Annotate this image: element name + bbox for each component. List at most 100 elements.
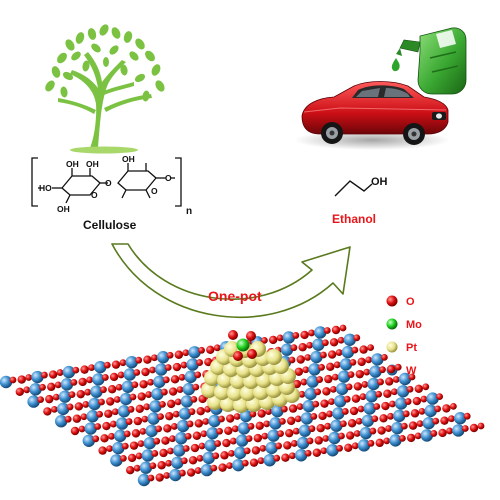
w-atom bbox=[0, 375, 13, 389]
w-atom bbox=[304, 387, 317, 401]
o-atom bbox=[180, 457, 188, 465]
w-atom bbox=[426, 392, 439, 405]
w-atom bbox=[155, 363, 168, 376]
w-atom bbox=[182, 382, 196, 396]
o-atom bbox=[316, 376, 324, 383]
o-atom bbox=[88, 364, 95, 372]
w-atom bbox=[117, 405, 131, 418]
w-atom bbox=[176, 419, 190, 433]
w-atom bbox=[86, 410, 99, 423]
o-atom bbox=[461, 425, 469, 432]
w-atom bbox=[29, 383, 42, 396]
o-atom bbox=[333, 361, 341, 369]
o-atom bbox=[51, 406, 58, 413]
w-atom bbox=[332, 407, 345, 420]
o-atom bbox=[345, 383, 353, 391]
w-atom bbox=[452, 424, 465, 437]
o-atom bbox=[167, 447, 174, 455]
o-atom bbox=[406, 385, 414, 393]
o-atom bbox=[115, 383, 123, 391]
o-atom bbox=[92, 435, 100, 443]
o-atom bbox=[224, 426, 233, 435]
o-atom bbox=[335, 349, 343, 356]
o-atom bbox=[379, 414, 388, 423]
w-atom bbox=[367, 377, 380, 391]
o-atom bbox=[371, 415, 379, 423]
o-atom bbox=[326, 362, 335, 372]
o-atom bbox=[306, 437, 314, 445]
o-atom bbox=[285, 428, 294, 438]
right-bracket bbox=[175, 157, 182, 207]
o-atom bbox=[131, 429, 141, 438]
o-atom bbox=[446, 427, 453, 435]
o-atom bbox=[355, 369, 364, 379]
o-atom bbox=[186, 420, 194, 428]
atom-label: O bbox=[91, 190, 98, 200]
o-atom bbox=[194, 419, 203, 428]
o-atom bbox=[318, 363, 325, 371]
o-atom bbox=[228, 449, 235, 457]
o-atom bbox=[281, 453, 290, 462]
o-atom bbox=[249, 458, 259, 467]
o-atom bbox=[353, 382, 363, 391]
o-atom bbox=[41, 371, 48, 379]
o-atom bbox=[312, 400, 320, 408]
w-atom bbox=[394, 397, 408, 410]
w-atom bbox=[169, 468, 182, 482]
o-atom bbox=[261, 336, 268, 344]
o-atom bbox=[327, 350, 337, 359]
o-atom bbox=[448, 415, 455, 423]
legend-label: W bbox=[406, 365, 417, 377]
pt-atom bbox=[266, 349, 282, 365]
o-atom bbox=[231, 425, 239, 433]
w-atom bbox=[156, 351, 170, 364]
w-atom bbox=[365, 390, 378, 403]
o-atom bbox=[145, 391, 153, 398]
o-atom bbox=[161, 436, 170, 445]
o-atom bbox=[214, 440, 222, 447]
o-atom bbox=[316, 424, 325, 433]
o-atom bbox=[172, 410, 180, 418]
o-atom bbox=[322, 435, 330, 442]
o-atom bbox=[143, 355, 152, 364]
o-atom bbox=[43, 407, 52, 416]
o-atom bbox=[312, 448, 322, 457]
o-atom bbox=[349, 406, 359, 416]
o-atom bbox=[157, 461, 166, 470]
w-atom bbox=[422, 416, 435, 430]
o-atom bbox=[422, 383, 430, 391]
o-atom bbox=[163, 472, 171, 479]
o-atom bbox=[440, 416, 449, 425]
o-atom bbox=[259, 444, 267, 452]
o-atom bbox=[359, 393, 367, 401]
w-atom bbox=[330, 419, 343, 432]
o-atom bbox=[337, 336, 345, 344]
o-atom bbox=[165, 411, 174, 421]
o-atom bbox=[369, 427, 377, 435]
o-atom bbox=[108, 432, 115, 440]
o-atom bbox=[361, 381, 369, 388]
o-atom bbox=[432, 417, 440, 425]
ethanol-structure bbox=[334, 180, 373, 197]
o-atom bbox=[180, 361, 188, 369]
w-atom bbox=[396, 385, 410, 398]
o-atom bbox=[54, 381, 62, 389]
o-atom bbox=[56, 369, 64, 376]
o-atom bbox=[176, 386, 184, 393]
o-atom bbox=[190, 443, 200, 453]
o-atom bbox=[149, 462, 157, 470]
o-atom bbox=[86, 376, 94, 384]
w-atom bbox=[359, 426, 373, 440]
o-atom bbox=[182, 349, 190, 357]
o-atom bbox=[45, 394, 54, 404]
o-atom bbox=[385, 425, 393, 432]
o-atom bbox=[166, 351, 174, 359]
o-atom bbox=[320, 351, 327, 359]
o-atom bbox=[168, 387, 178, 396]
o-atom bbox=[375, 390, 383, 398]
o-atom bbox=[241, 459, 249, 467]
cellulose-label: Cellulose bbox=[83, 218, 137, 232]
w-atom bbox=[180, 395, 194, 408]
w-atom bbox=[123, 368, 136, 381]
o-atom bbox=[101, 374, 109, 381]
